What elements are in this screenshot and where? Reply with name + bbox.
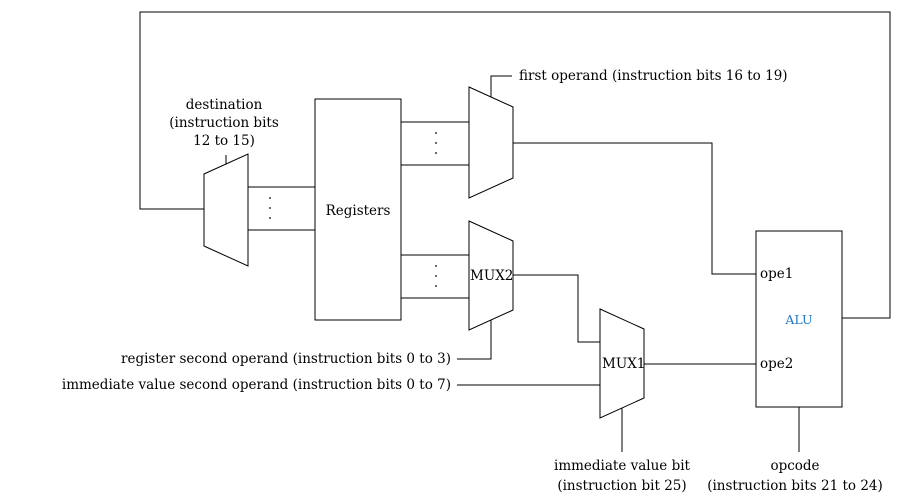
destination-label-line-2: (instruction bits bbox=[169, 115, 279, 131]
ope1-label: ope1 bbox=[760, 266, 793, 282]
destination-label-line-3: 12 to 15) bbox=[193, 133, 255, 149]
ope1-wire bbox=[513, 142, 756, 275]
first-operand-select-wire bbox=[490, 75, 512, 97]
immediate-value-bit-label-line-2: (instruction bit 25) bbox=[557, 478, 686, 494]
mux2 bbox=[468, 220, 514, 331]
destination-label-line-1: destination bbox=[186, 97, 263, 113]
mux2-to-mux1-wire bbox=[513, 274, 600, 343]
opcode-label-line-2: (instruction bits 21 to 24) bbox=[707, 478, 883, 494]
opcode-label-line-1: opcode bbox=[770, 458, 819, 474]
first-bus-ellipsis bbox=[435, 132, 437, 154]
mux1 bbox=[599, 308, 645, 419]
second-bus-ellipsis bbox=[435, 265, 437, 287]
immediate-value-bit-label-line-1: immediate value bit bbox=[554, 458, 691, 474]
immediate-value-second-operand-label: immediate value second operand (instruct… bbox=[62, 377, 451, 393]
ope2-label: ope2 bbox=[760, 356, 793, 372]
register-second-operand-label: register second operand (instruction bit… bbox=[121, 351, 451, 367]
first-operand-mux bbox=[468, 86, 514, 199]
destination-mux bbox=[203, 153, 249, 267]
opcode-label: opcode (instruction bits 21 to 24) bbox=[707, 458, 883, 494]
registers-block bbox=[314, 98, 402, 321]
alu-label: ALU bbox=[784, 312, 812, 327]
immediate-value-bit-label: immediate value bit (instruction bit 25) bbox=[554, 458, 691, 494]
registers-label: Registers bbox=[326, 203, 391, 219]
dest-bus-ellipsis bbox=[269, 197, 271, 219]
alu-block bbox=[755, 230, 843, 408]
mux2-label: MUX2 bbox=[470, 268, 513, 284]
first-operand-label: first operand (instruction bits 16 to 19… bbox=[519, 68, 788, 84]
alu-feedback-wire bbox=[139, 11, 891, 319]
destination-label: destination (instruction bits 12 to 15) bbox=[169, 97, 279, 149]
mux1-label: MUX1 bbox=[602, 356, 645, 372]
register-second-operand-wire bbox=[457, 320, 492, 360]
